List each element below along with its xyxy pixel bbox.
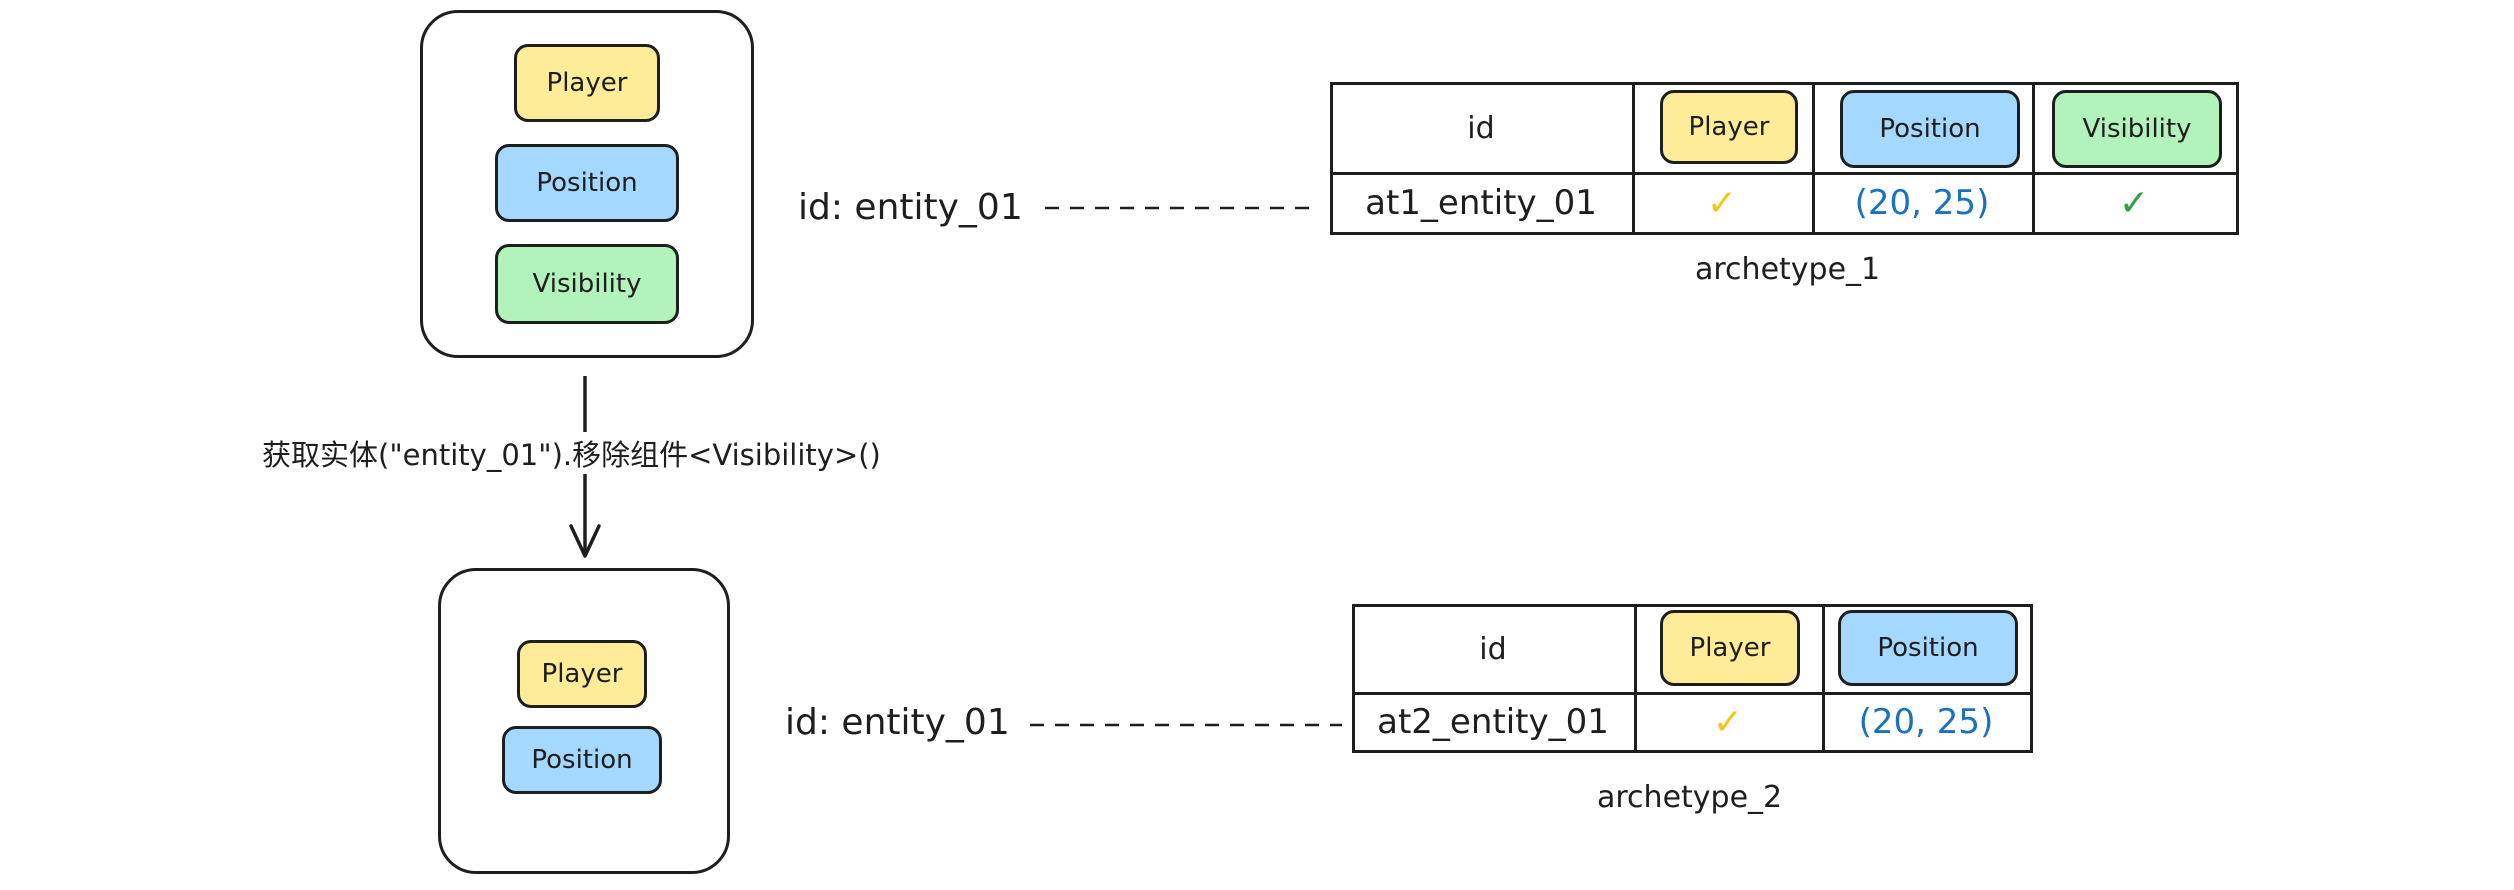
table-divider [1634,604,1637,753]
table-border-middle [1352,692,2030,695]
entity-id-label-top: id: entity_01 [798,187,1023,228]
component-player-chip: Player [514,44,660,122]
table-divider [1822,604,1825,753]
component-position-chip: Position [495,144,679,222]
table-border-right [2030,604,2033,753]
table-border-right [2236,82,2239,235]
header-player-chip: Player [1660,90,1798,164]
table-border-top [1352,604,2030,607]
transition-arrowhead [569,524,601,558]
table-border-left [1352,604,1355,753]
entity-card-bottom [438,568,730,874]
transition-label: 获取实体("entity_01").移除组件<Visibility>() [262,432,881,474]
header-id: id [1479,631,1507,667]
row-player-check: ✓ [1706,182,1738,224]
table-border-top [1330,82,2236,85]
row-position-value: (20, 25) [1858,702,1994,742]
header-id: id [1467,110,1495,146]
component-position-chip: Position [502,726,662,794]
table-divider [1632,82,1635,235]
row-visibility-check: ✓ [2118,182,2150,224]
header-position-chip: Position [1840,90,2020,168]
table-border-left [1330,82,1333,235]
header-player-chip: Player [1660,610,1800,686]
archetype-2-caption: archetype_2 [1597,780,1783,815]
header-position-chip: Position [1838,610,2018,686]
entity-id-label-bottom: id: entity_01 [785,702,1010,743]
row-id-cell: at2_entity_01 [1377,702,1609,742]
table-border-bottom [1330,232,2236,235]
header-visibility-chip: Visibility [2052,90,2222,168]
table-border-middle [1330,172,2236,175]
row-id-cell: at1_entity_01 [1365,183,1597,223]
table-divider [2032,82,2035,235]
row-position-value: (20, 25) [1854,183,1990,223]
component-player-chip: Player [517,640,647,708]
row-player-check: ✓ [1712,701,1744,743]
table-divider [1812,82,1815,235]
table-border-bottom [1352,750,2030,753]
component-visibility-chip: Visibility [495,244,679,324]
archetype-1-caption: archetype_1 [1695,252,1881,287]
